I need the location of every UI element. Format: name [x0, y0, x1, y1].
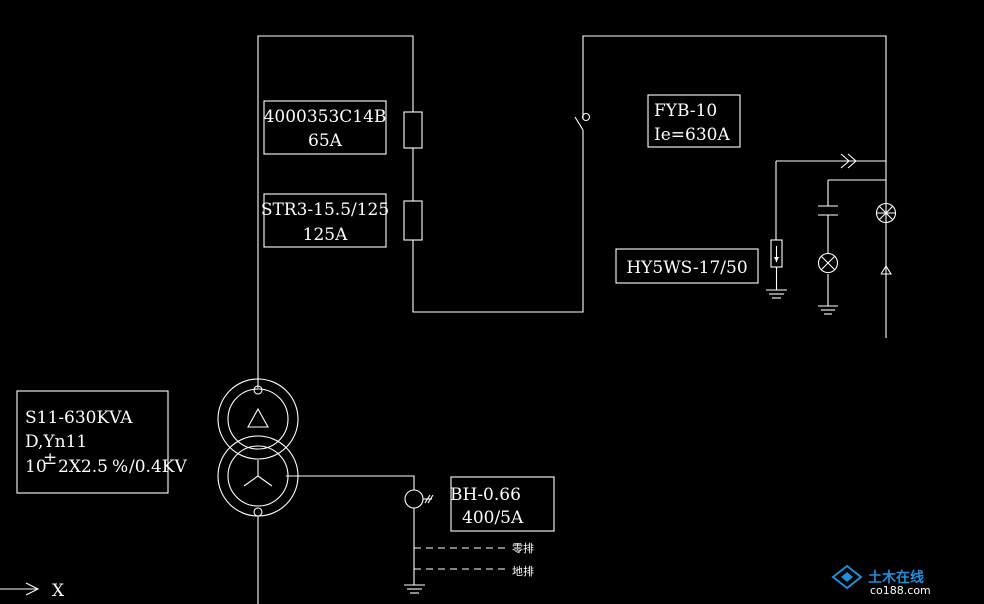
- load-switch-symbol: [574, 112, 591, 131]
- load-switch-rating: Ie=630A: [654, 125, 730, 145]
- load-switch-model: FYB-10: [654, 101, 717, 121]
- fuse-upper-label-box: 4000353C14B 65A: [263, 100, 387, 155]
- watermark-subtext: co188.com: [870, 584, 931, 597]
- neutral-bar: 零排: [414, 541, 534, 555]
- fuse-upper: [403, 111, 423, 149]
- site-watermark: 土木在线 co188.com: [831, 564, 931, 597]
- plus-minus-symbol: ±: [43, 449, 57, 469]
- ucs-axis-icon: X: [0, 581, 65, 601]
- transformer-voltage-a: 10: [25, 457, 47, 477]
- transformer-vector-group: D,Yn11: [25, 432, 87, 452]
- line-indicator-lamp-symbol: [875, 202, 897, 275]
- ct-label-box: BH-0.66 400/5A: [450, 476, 555, 532]
- fuse-lower-rating: 125A: [303, 225, 348, 245]
- watermark-logo-inner-icon: [841, 572, 853, 582]
- fuse-lower-label-box: STR3-15.5/125 125A: [261, 193, 389, 248]
- percent-symbol: %: [112, 457, 128, 477]
- arrester-label-box: HY5WS-17/50: [615, 248, 759, 284]
- transformer-symbol: [217, 378, 299, 604]
- transformer-label-box: S11-630KVA D,Yn11 10 ± 2X2.5 % /0.4KV: [16, 390, 187, 494]
- capacitor-symbol: [818, 205, 838, 216]
- ground-bar: 地排: [414, 564, 534, 578]
- fuse-lower-model: STR3-15.5/125: [261, 200, 389, 220]
- right-branch-wiring: [775, 153, 886, 306]
- surge-arrester-symbol: [766, 239, 787, 299]
- lv-neutral-wiring: [286, 475, 434, 594]
- neutral-bar-label: 零排: [512, 541, 534, 555]
- transformer-rating: S11-630KVA: [25, 408, 133, 428]
- ground-bar-label: 地排: [512, 564, 534, 578]
- transformer-voltage-c: /0.4KV: [129, 457, 187, 477]
- ct-ratio: 400/5A: [462, 508, 524, 528]
- load-switch-label-box: FYB-10 Ie=630A: [647, 94, 741, 148]
- transformer-voltage-b: 2X2.5: [58, 457, 108, 477]
- axis-x-label: X: [52, 581, 65, 601]
- ct-model: BH-0.66: [450, 485, 521, 505]
- watermark-text: 土木在线: [868, 569, 924, 586]
- indicator-lamp-symbol: [817, 252, 839, 315]
- fuse-lower: [403, 200, 423, 241]
- fuse-upper-rating: 65A: [308, 131, 343, 151]
- hv-loop-wiring: [257, 35, 887, 388]
- fuse-upper-model: 4000353C14B: [264, 107, 387, 127]
- arrester-model: HY5WS-17/50: [626, 258, 747, 278]
- watermark-logo-icon: [831, 564, 863, 590]
